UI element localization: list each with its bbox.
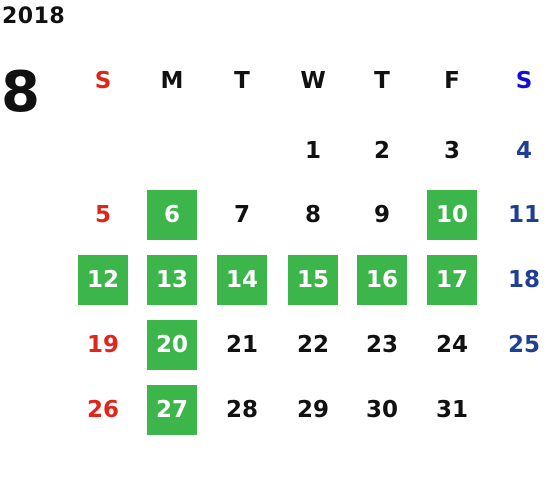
calendar-day[interactable]: 16 — [357, 255, 407, 305]
calendar-day[interactable]: 29 — [296, 397, 329, 423]
calendar-day[interactable]: 30 — [365, 397, 398, 423]
weekday-header: F — [444, 68, 460, 94]
calendar-day[interactable]: 13 — [147, 255, 197, 305]
calendar-day[interactable]: 31 — [435, 397, 468, 423]
calendar-day[interactable]: 6 — [147, 190, 197, 240]
calendar-day[interactable]: 18 — [507, 267, 540, 293]
calendar-day[interactable]: 9 — [373, 202, 390, 228]
calendar-day[interactable]: 19 — [86, 332, 119, 358]
weekday-header: T — [374, 68, 390, 94]
calendar-day[interactable]: 24 — [435, 332, 468, 358]
calendar-day[interactable]: 14 — [217, 255, 267, 305]
calendar-day[interactable]: 10 — [427, 190, 477, 240]
calendar-day[interactable]: 22 — [296, 332, 329, 358]
weekday-header: M — [160, 68, 184, 94]
calendar-day[interactable]: 27 — [147, 385, 197, 435]
calendar-day[interactable]: 23 — [365, 332, 398, 358]
calendar-day[interactable]: 15 — [288, 255, 338, 305]
weekday-header: W — [300, 68, 326, 94]
weekday-header: S — [94, 68, 112, 94]
calendar-day[interactable]: 3 — [443, 138, 460, 164]
calendar-day[interactable]: 26 — [86, 397, 119, 423]
weekday-header: S — [515, 68, 533, 94]
calendar-day[interactable]: 1 — [304, 138, 321, 164]
weekday-header: T — [234, 68, 250, 94]
calendar-day[interactable]: 21 — [225, 332, 258, 358]
calendar-day[interactable]: 20 — [147, 320, 197, 370]
month-number: 8 — [1, 60, 40, 125]
calendar-day[interactable]: 5 — [94, 202, 111, 228]
calendar-day[interactable]: 4 — [515, 138, 532, 164]
calendar-day[interactable]: 8 — [304, 202, 321, 228]
calendar-day[interactable]: 12 — [78, 255, 128, 305]
calendar-day[interactable]: 2 — [373, 138, 390, 164]
calendar-day[interactable]: 7 — [233, 202, 250, 228]
calendar-day[interactable]: 17 — [427, 255, 477, 305]
calendar-day[interactable]: 28 — [225, 397, 258, 423]
calendar-day[interactable]: 11 — [507, 202, 540, 228]
year-label: 2018 — [2, 4, 66, 29]
calendar-day[interactable]: 25 — [507, 332, 540, 358]
